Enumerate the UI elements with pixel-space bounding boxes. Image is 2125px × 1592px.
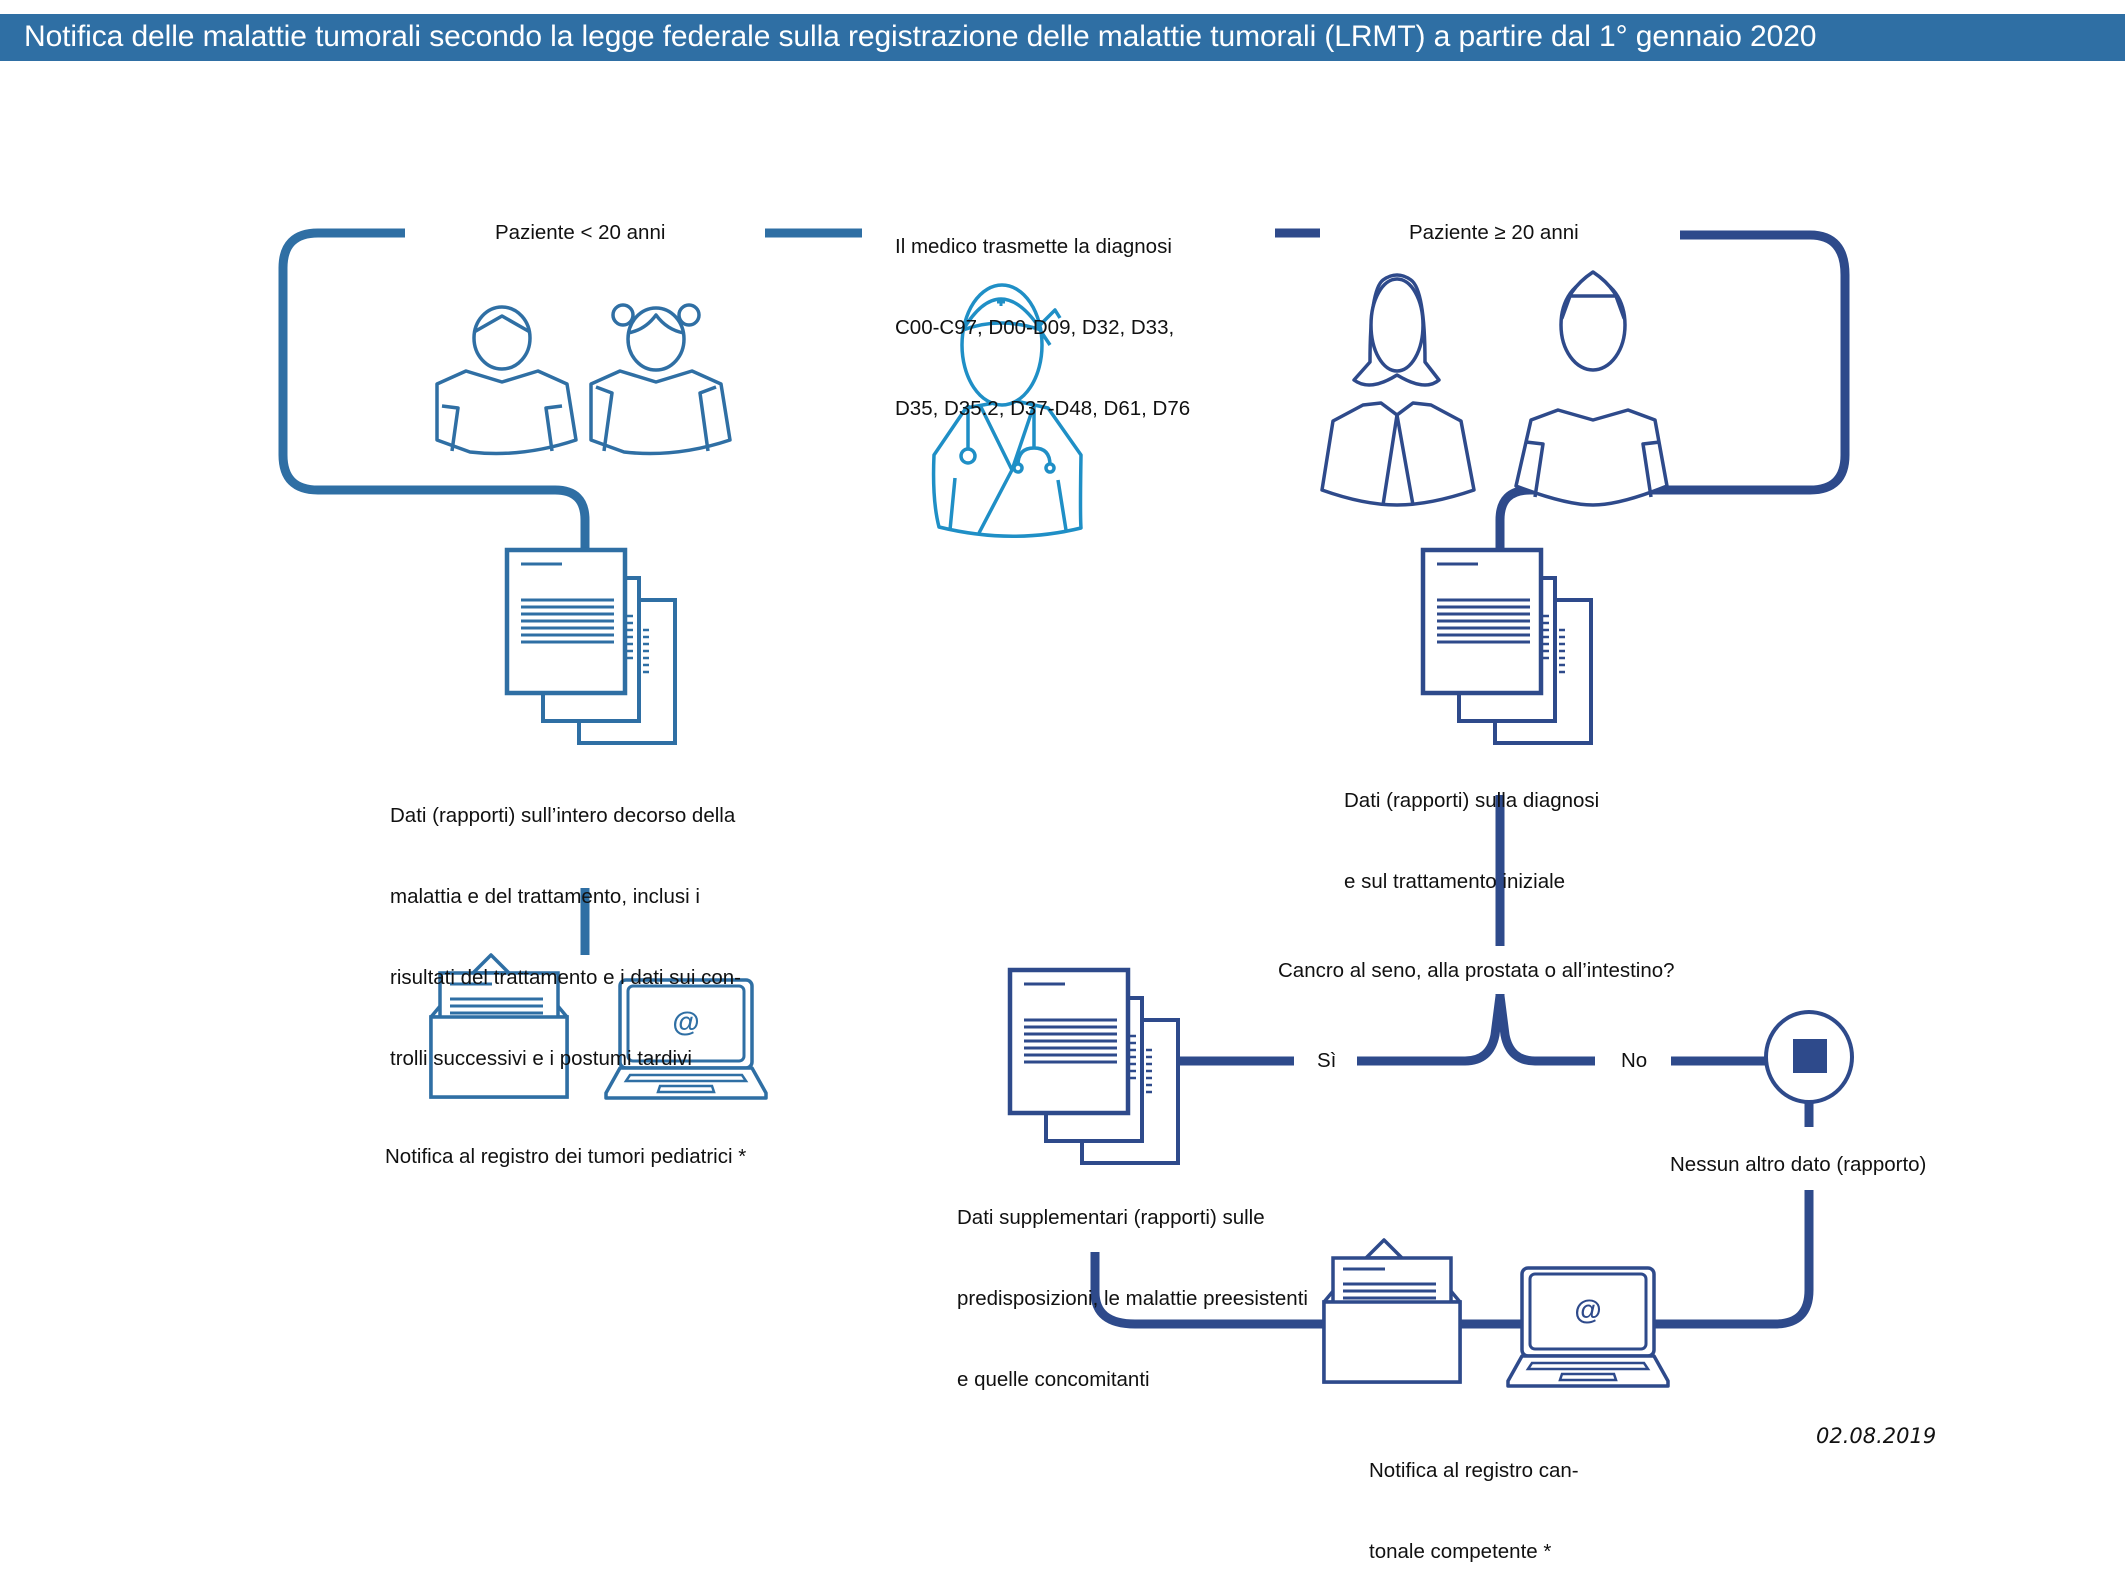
- page-title: Notifica delle malattie tumorali secondo…: [24, 20, 1817, 53]
- cancer-type-question: Cancro al seno, alla prostata o all’inte…: [1278, 959, 1675, 982]
- woman-icon: [1320, 273, 1476, 507]
- pediatric-registry-notification: Notifica al registro dei tumori pediatri…: [385, 1145, 747, 1168]
- pediatric-report-text: Dati (rapporti) sull’intero decorso dell…: [390, 748, 741, 1099]
- decision-branch-lines: [1163, 994, 1814, 1127]
- text-line: Dati (rapporti) sulla diagnosi: [1344, 789, 1600, 812]
- pediatric-patient-label: Paziente < 20 anni: [495, 221, 666, 244]
- no-label: No: [1621, 1049, 1648, 1072]
- man-icon: [1514, 270, 1669, 507]
- laptop-email-icon: [1506, 1266, 1670, 1388]
- doctor-text-line: Il medico trasmette la diagnosi: [895, 235, 1172, 258]
- doctor-icon: [931, 283, 1083, 538]
- boy-icon: [435, 305, 578, 456]
- document-stack-icon: [1010, 970, 1178, 1163]
- diagnosis-codes-line: C00-C97, D00-D09, D32, D33,: [895, 316, 1175, 339]
- girl-icon: [589, 303, 732, 456]
- adult-patient-label: Paziente ≥ 20 anni: [1409, 221, 1579, 244]
- text-line: Dati (rapporti) sull’intero decorso dell…: [390, 804, 736, 827]
- doctor-transmits-text: Il medico trasmette la diagnosi C00-C97,…: [895, 179, 1190, 449]
- text-line: risultati del trattamento e i dati sui c…: [390, 966, 741, 989]
- yes-label: Sì: [1317, 1049, 1337, 1072]
- text-line: e sul trattamento iniziale: [1344, 870, 1566, 893]
- text-line: trolli successivi e i postumi tardivi: [390, 1047, 692, 1070]
- document-date: 02.08.2019: [1816, 1424, 1937, 1448]
- text-line: predisposizioni, le malattie preesistent…: [957, 1287, 1308, 1310]
- text-line: tonale competente *: [1369, 1540, 1552, 1563]
- bottom-connector-lines: [1090, 1190, 1814, 1329]
- right-connector-lines: [1275, 228, 1850, 946]
- diagnosis-codes-line: D35, D35.2, D37-D48, D61, D76: [895, 397, 1191, 420]
- document-stack-icon: [1423, 550, 1591, 743]
- text-line: e quelle concomitanti: [957, 1368, 1150, 1391]
- left-connector-lines: [278, 228, 862, 955]
- document-stack-icon: [507, 550, 675, 743]
- envelope-letter-icon: [1322, 1238, 1462, 1384]
- text-line: Dati supplementari (rapporti) sulle: [957, 1206, 1265, 1229]
- header-bar: Notifica delle malattie tumorali secondo…: [0, 14, 2125, 61]
- supplementary-data-text: Dati supplementari (rapporti) sulle pred…: [957, 1150, 1308, 1420]
- adult-report-text: Dati (rapporti) sulla diagnosi e sul tra…: [1344, 733, 1599, 922]
- text-line: malattia e del trattamento, inclusi i: [390, 885, 700, 908]
- flow-diagram: @: [278, 228, 1854, 1388]
- cantonal-registry-notification: Notifica al registro can- tonale compete…: [1369, 1403, 1579, 1592]
- no-further-data-text: Nessun altro dato (rapporto): [1670, 1153, 1927, 1176]
- stop-icon: [1764, 1010, 1854, 1104]
